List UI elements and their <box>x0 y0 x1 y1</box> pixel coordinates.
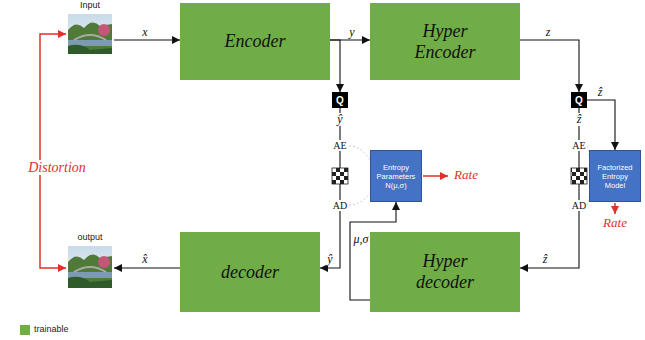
process-box: Hyper Encoder <box>370 3 520 80</box>
symbol-label: ẑ <box>576 113 583 126</box>
legend-text: trainable <box>34 324 69 334</box>
edge-label: z <box>545 26 552 39</box>
edge-label: x <box>141 26 148 39</box>
quantizer-box: Q <box>332 92 348 108</box>
connector <box>330 40 340 92</box>
edge-label: ŷ <box>326 253 333 266</box>
edge-label: y <box>348 26 355 39</box>
legend-swatch <box>20 325 30 335</box>
edge-label: ẑ <box>542 253 549 266</box>
checkerboard-symbol <box>332 168 348 184</box>
coder-label: AD <box>571 200 587 211</box>
node-text: Entropy Parameters N(μ,σ) <box>373 163 419 190</box>
rate-arrow <box>423 175 448 177</box>
edge-label: ẑ <box>597 86 604 99</box>
node-text: Factorized Entropy Model <box>592 163 638 190</box>
connector <box>114 267 180 268</box>
node-text: decoder <box>221 262 279 283</box>
model-box: Entropy Parameters N(μ,σ) <box>370 150 422 202</box>
model-box: Factorized Entropy Model <box>589 150 641 202</box>
edge-label: x̂ <box>141 253 148 266</box>
node-text: Hyper decoder <box>405 251 485 292</box>
connector <box>587 100 615 150</box>
rate-label: Rate <box>602 216 628 230</box>
connector <box>114 39 180 40</box>
connector <box>520 40 579 92</box>
dotted-leader <box>349 146 370 160</box>
connector <box>520 108 579 268</box>
quantizer-box: Q <box>571 92 587 108</box>
edge-label: Distortion <box>27 160 87 175</box>
input-photo <box>68 14 112 54</box>
image-node: Input <box>66 0 114 56</box>
process-box: Encoder <box>180 3 330 80</box>
coder-label: AD <box>332 200 348 211</box>
node-text: Encoder <box>225 31 286 52</box>
process-box: Hyper decoder <box>370 232 520 312</box>
connector <box>320 108 340 268</box>
output-photo <box>68 246 112 288</box>
image-node: output <box>66 232 114 290</box>
process-box: decoder <box>180 232 320 312</box>
rate-label: Rate <box>453 168 479 182</box>
node-text: Input <box>80 0 100 11</box>
node-text: Hyper Encoder <box>405 21 485 62</box>
node-text: Q <box>575 95 583 106</box>
checkerboard-symbol <box>571 168 587 184</box>
edge-label: μ,σ <box>353 233 370 246</box>
rate-arrow <box>614 203 616 214</box>
coder-label: AE <box>332 140 347 151</box>
node-text: Q <box>336 95 344 106</box>
node-text: output <box>77 232 102 243</box>
dotted-leader <box>349 193 370 205</box>
connector <box>40 34 66 268</box>
coder-label: AE <box>571 140 586 151</box>
symbol-label: ŷ <box>336 113 343 126</box>
